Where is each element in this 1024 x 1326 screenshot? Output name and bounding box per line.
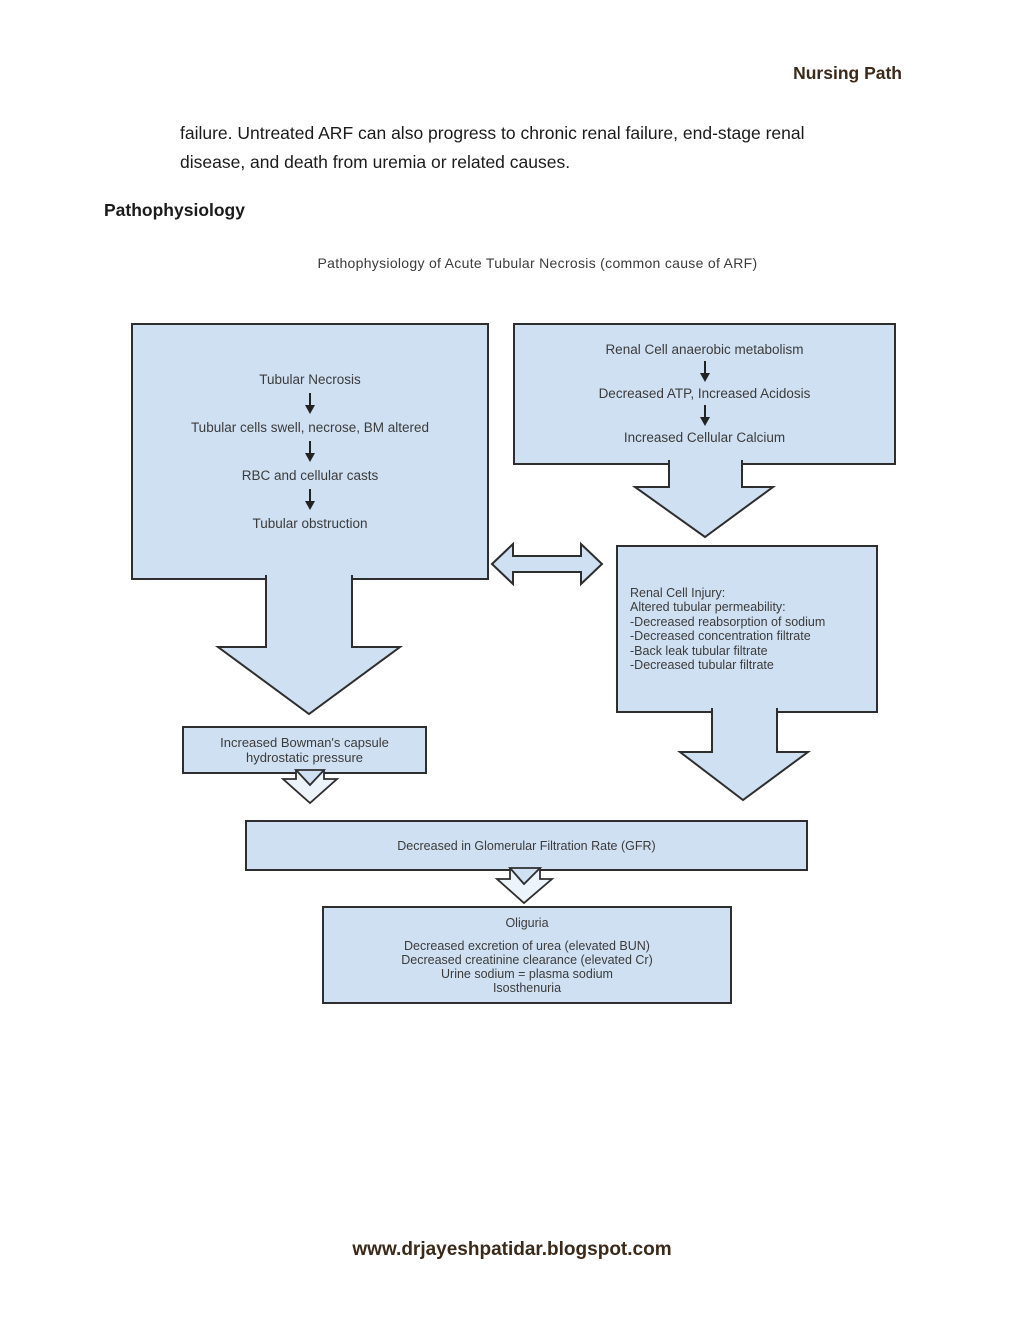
bowman-line-1: Increased Bowman's capsule [220,735,389,750]
step-label: Tubular obstruction [252,515,368,531]
injury-line: -Decreased tubular filtrate [630,658,774,672]
down-arrow-icon [699,405,710,426]
injury-line: Renal Cell Injury: [630,585,726,600]
bowman-line-2: hydrostatic pressure [245,750,364,765]
step-label: Tubular Necrosis [259,371,361,387]
oliguria-title: Oliguria [505,915,549,930]
step-label: Tubular cells swell, necrose, BM altered [190,419,430,435]
section-heading: Pathophysiology [104,200,245,220]
step-label: Renal Cell anaerobic metabolism [605,342,804,357]
page-header: Nursing Path [793,63,902,83]
small-arrow-bowman [280,770,340,805]
intro-paragraph: failure. Untreated ARF can also progress… [180,119,920,176]
block-arrow-left-down [214,575,404,716]
oliguria-line: Urine sodium = plasma sodium [441,966,613,981]
step-label: Increased Cellular Calcium [623,430,786,445]
injury-line: -Decreased reabsorption of sodium [630,614,826,629]
down-arrow-icon [305,488,315,510]
oliguria-line: Decreased creatinine clearance (elevated… [401,952,653,967]
down-arrow-icon [305,392,315,414]
paragraph-line-1: failure. Untreated ARF can also progress… [180,123,805,143]
small-arrow-gfr [494,868,555,905]
double-headed-arrow [490,541,604,587]
renal-cell-injury-box: Renal Cell Injury: Altered tubular perme… [616,545,878,713]
oliguria-line: Isosthenuria [492,980,562,995]
renal-cell-metabolism-box: Renal Cell anaerobic metabolism Decrease… [513,323,896,465]
bowman-capsule-box: Increased Bowman's capsule hydrostatic p… [182,726,427,774]
down-arrow-icon [305,440,315,462]
injury-line: Altered tubular permeability: [630,600,786,614]
step-label: RBC and cellular casts [241,467,379,483]
injury-line: -Decreased concentration filtrate [630,629,811,643]
paragraph-line-2: disease, and death from uremia or relate… [180,151,571,172]
footer-url: www.drjayeshpatidar.blogspot.com [352,1239,672,1260]
gfr-box: Decreased in Glomerular Filtration Rate … [245,820,808,871]
down-arrow-icon [699,361,710,382]
oliguria-box: Oliguria Decreased excretion of urea (el… [322,906,732,1004]
block-arrow-right-down-2 [677,708,812,802]
block-arrow-right-down-1 [631,460,777,539]
diagram-title: Pathophysiology of Acute Tubular Necrosi… [317,255,758,271]
gfr-label: Decreased in Glomerular Filtration Rate … [397,838,656,853]
oliguria-line: Decreased excretion of urea (elevated BU… [404,938,650,953]
step-label: Decreased ATP, Increased Acidosis [598,386,811,401]
tubular-necrosis-box: Tubular Necrosis Tubular cells swell, ne… [131,323,489,580]
injury-line: -Back leak tubular filtrate [630,643,768,658]
